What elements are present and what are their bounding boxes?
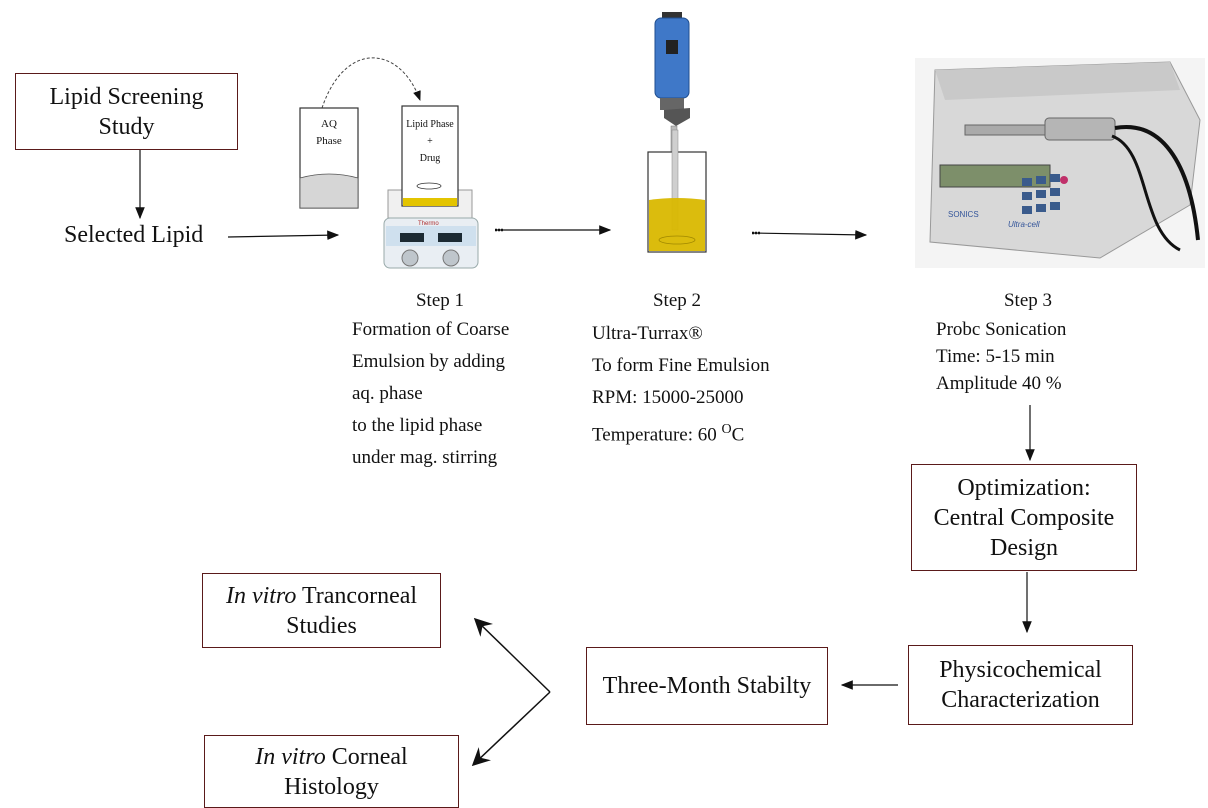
step2-line: RPM: 15000-25000 [592,387,744,408]
step1-line: Formation of Coarse [352,319,510,340]
arrow-branch-up [473,617,551,693]
step3-line: Amplitude 40 % [936,373,1062,394]
step1-line: to the lipid phase [352,415,483,436]
step3-line: Time: 5-15 min [936,346,1055,367]
step3-line: Probc Sonication [936,319,1067,340]
histology-box: In vitro Corneal Histology [204,735,459,808]
lipid-screening-line1: Lipid Screening [49,83,204,110]
lipid-screening-line2: Study [98,113,155,140]
aq-label-line1: AQ [321,118,337,130]
arrow-branch-down [471,691,551,767]
step1-title: Step 1 [415,290,465,311]
optimization-box: Optimization: Central Composite Design [911,464,1137,571]
hotplate [383,189,479,269]
physicochemical-line1: Physicochemical [939,657,1102,683]
optimization-line1: Optimization: [957,474,1091,501]
lipid-screening-box: Lipid Screening Study [15,73,238,150]
sonicator-device [915,58,1205,268]
optimization-line2: Central Composite [933,504,1115,531]
hotplate-brand: Thermo [418,221,439,227]
lipid-label-line1: Lipid Phase [406,119,454,130]
step1-line: aq. phase [352,383,423,404]
ultra-turrax-device [654,12,690,167]
lipid-beaker-label: Lipid Phase + Drug [400,116,460,167]
aq-beaker [299,107,359,209]
step2-title: Step 2 [652,290,702,311]
stability-label: Three-Month Stabilty [602,673,812,699]
step2-description: Ultra-Turrax® To form Fine Emulsion RPM:… [592,318,770,451]
transfer-arrow [321,57,421,109]
physicochemical-line2: Characterization [941,687,1100,713]
sonicator-model: Ultra-cell [1008,220,1040,229]
step1-description: Formation of Coarse Emulsion by adding a… [352,314,509,474]
selected-lipid-label: Selected Lipid [64,222,204,248]
step2-beaker [647,129,707,253]
transcorneal-line2: Studies [286,612,357,639]
lipid-label-line2: + [427,136,433,147]
histology-line1: In vitro Corneal [255,743,408,770]
step2-line: To form Fine Emulsion [592,355,770,376]
step3-description: Probc Sonication Time: 5-15 min Amplitud… [936,316,1066,397]
arrow-step2-to-step3 [751,230,868,240]
lipid-beaker [401,105,459,207]
stability-box: Three-Month Stabilty [586,647,828,725]
aq-label-line2: Phase [316,135,342,147]
transcorneal-box: In vitro Trancorneal Studies [202,573,441,648]
histology-line2: Histology [284,773,379,800]
aq-beaker-label: AQ Phase [300,116,358,150]
optimization-line3: Design [990,534,1058,561]
step2-line: Ultra-Turrax® [592,323,703,344]
step1-line: Emulsion by adding [352,351,506,372]
step3-title: Step 3 [1003,290,1053,311]
transcorneal-line1: In vitro Trancorneal [225,582,418,609]
step1-line: under mag. stirring [352,447,498,468]
step2-temperature: Temperature: 60 OC [592,422,745,446]
sonicator-brand: SONICS [948,210,979,219]
arrow-selected-to-step1 [227,230,340,240]
physicochemical-box: Physicochemical Characterization [908,645,1133,725]
lipid-label-line3: Drug [419,153,441,164]
